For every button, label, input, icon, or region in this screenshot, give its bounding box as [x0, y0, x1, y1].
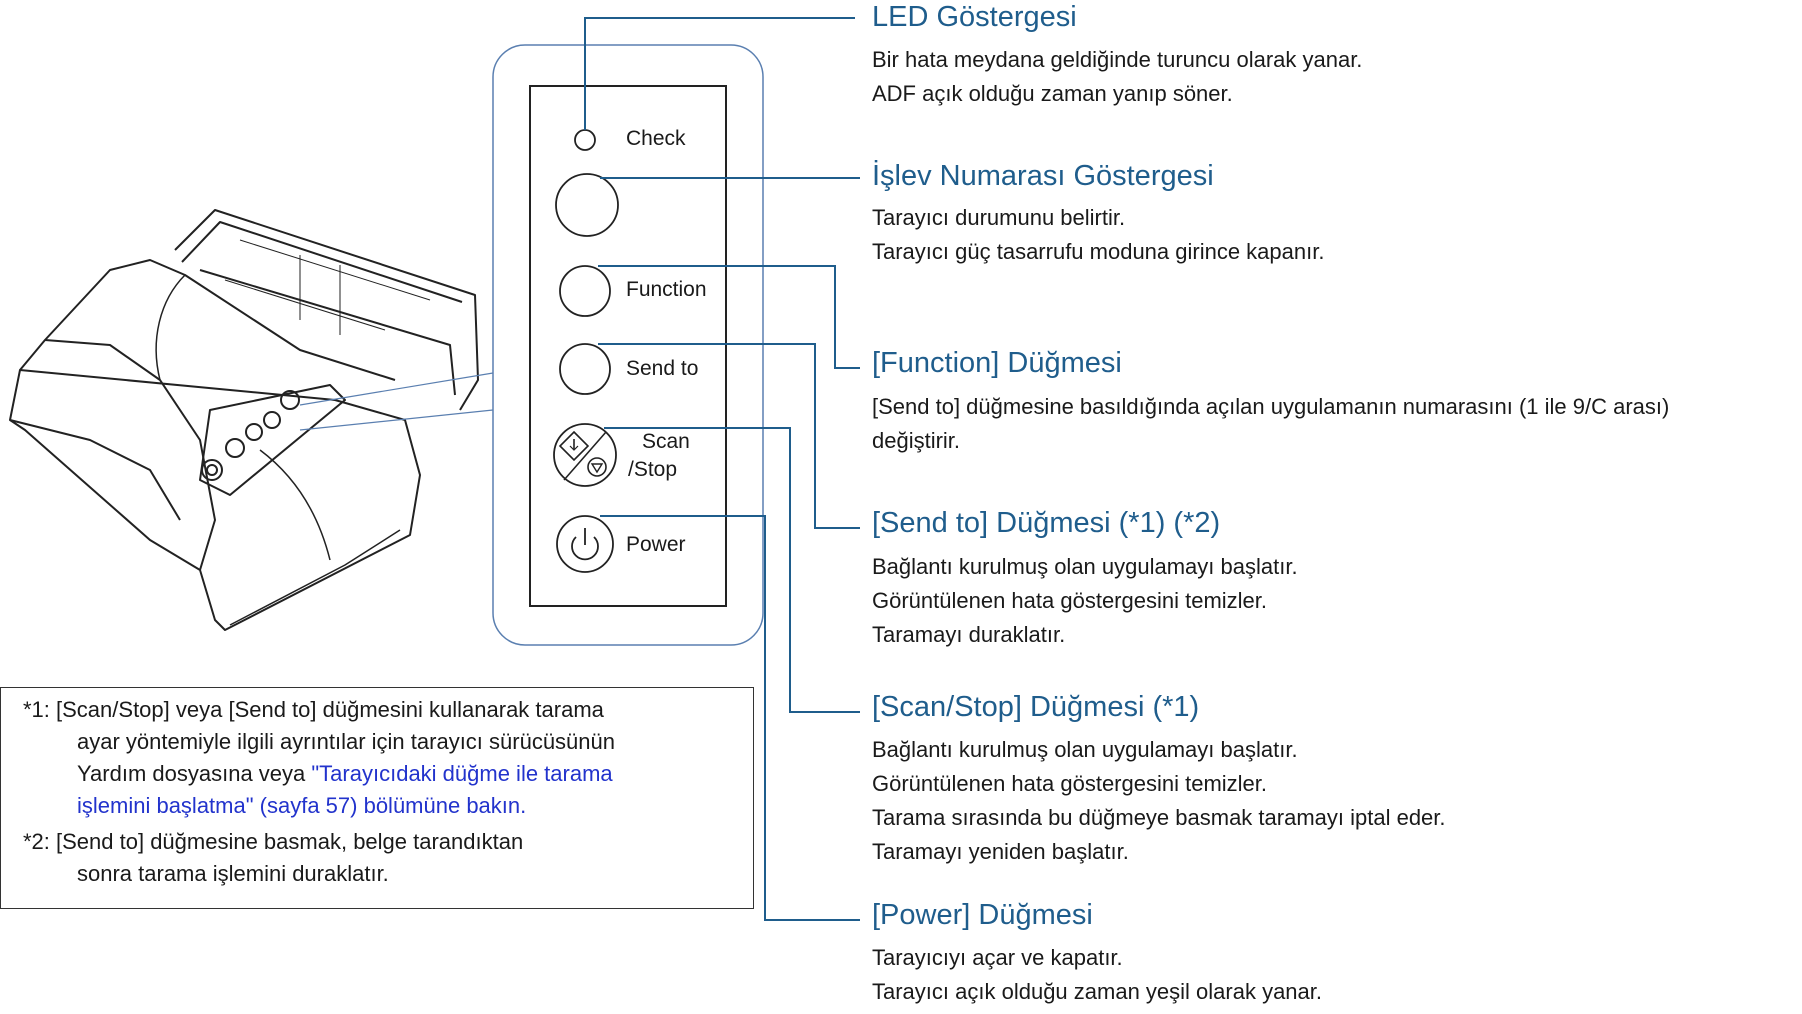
scan-label-line1[interactable]: Scan: [642, 430, 690, 453]
send-to-button-label[interactable]: Send to: [626, 357, 699, 380]
leader-power: [600, 515, 860, 921]
callout-title: LED Göstergesi: [872, 1, 1077, 33]
callout-line: ADF açık olduğu zaman yanıp söner.: [872, 81, 1233, 106]
leader-function-button: [598, 265, 860, 369]
leader-led: [584, 17, 855, 130]
callout-line: Tarayıcı açık olduğu zaman yeşil olarak …: [872, 979, 1323, 1004]
callout-line: Taramayı yeniden başlatır.: [872, 839, 1129, 864]
callout-title: [Function] Düğmesi: [872, 347, 1122, 379]
callout-line: Tarayıcıyı açar ve kapatır.: [872, 945, 1123, 970]
scan-label-line2[interactable]: /Stop: [628, 458, 678, 481]
callout-line: Tarayıcı durumunu belirtir.: [872, 205, 1126, 230]
callout-line: Bir hata meydana geldiğinde turuncu olar…: [872, 47, 1363, 72]
zoom-lines: [299, 372, 494, 431]
callout-line: Görüntülenen hata göstergesini temizler.: [872, 771, 1268, 796]
footnote-1-line2: ayar yöntemiyle ilgili ayrıntılar için t…: [77, 729, 616, 754]
callout-title: [Scan/Stop] Düğmesi (*1): [872, 691, 1200, 723]
callout-line: değiştirir.: [872, 428, 961, 453]
footnote-1-text: Yardım dosyasına veya: [77, 761, 312, 786]
send-to-button-icon: [559, 343, 611, 395]
leader-send-to: [598, 343, 860, 529]
footnote-2-line2: sonra tarama işlemini duraklatır.: [77, 861, 389, 886]
callout-line: [Send to] düğmesine basıldığında açılan …: [872, 394, 1670, 419]
power-button-label[interactable]: Power: [626, 533, 686, 556]
callout-line: Bağlantı kurulmuş olan uygulamayı başlat…: [872, 737, 1298, 762]
callout-title: İşlev Numarası Göstergesi: [872, 160, 1214, 192]
footnote-1-link[interactable]: "Tarayıcıdaki düğme ile tarama: [311, 761, 613, 786]
callout-line: Tarama sırasında bu düğmeye basmak taram…: [872, 805, 1446, 830]
function-button-icon: [559, 265, 611, 317]
panel-inner-frame: [529, 85, 727, 607]
callout-title: [Send to] Düğmesi (*1) (*2): [872, 507, 1221, 539]
callout-line: Taramayı duraklatır.: [872, 622, 1066, 647]
callout-line: Bağlantı kurulmuş olan uygulamayı başlat…: [872, 554, 1298, 579]
power-button-icon: [556, 515, 614, 573]
leader-lines: [584, 17, 860, 921]
footnote-1-link-continued[interactable]: işlemini başlatma" (sayfa 57) bölümüne b…: [77, 793, 527, 818]
footnote-1-line3: Yardım dosyasına veya "Tarayıcıdaki düğm…: [77, 758, 613, 790]
footnote-2-line1: *2: [Send to] düğmesine basmak, belge ta…: [23, 829, 524, 854]
footnote-box: *1: [Scan/Stop] veya [Send to] düğmesini…: [0, 687, 754, 909]
check-label: Check: [626, 127, 686, 150]
function-number-display-icon: [555, 173, 619, 237]
scan-stop-button-icon: [553, 423, 617, 487]
footnote-1-line1: *1: [Scan/Stop] veya [Send to] düğmesini…: [23, 697, 604, 722]
check-led-icon: [574, 129, 596, 151]
callout-line: Tarayıcı güç tasarrufu moduna girince ka…: [872, 239, 1325, 264]
function-button-label[interactable]: Function: [626, 278, 707, 301]
callout-line: Görüntülenen hata göstergesini temizler.: [872, 588, 1268, 613]
scanner-illustration: [9, 209, 479, 631]
callout-title: [Power] Düğmesi: [872, 899, 1093, 931]
leader-scan-stop: [604, 427, 860, 713]
